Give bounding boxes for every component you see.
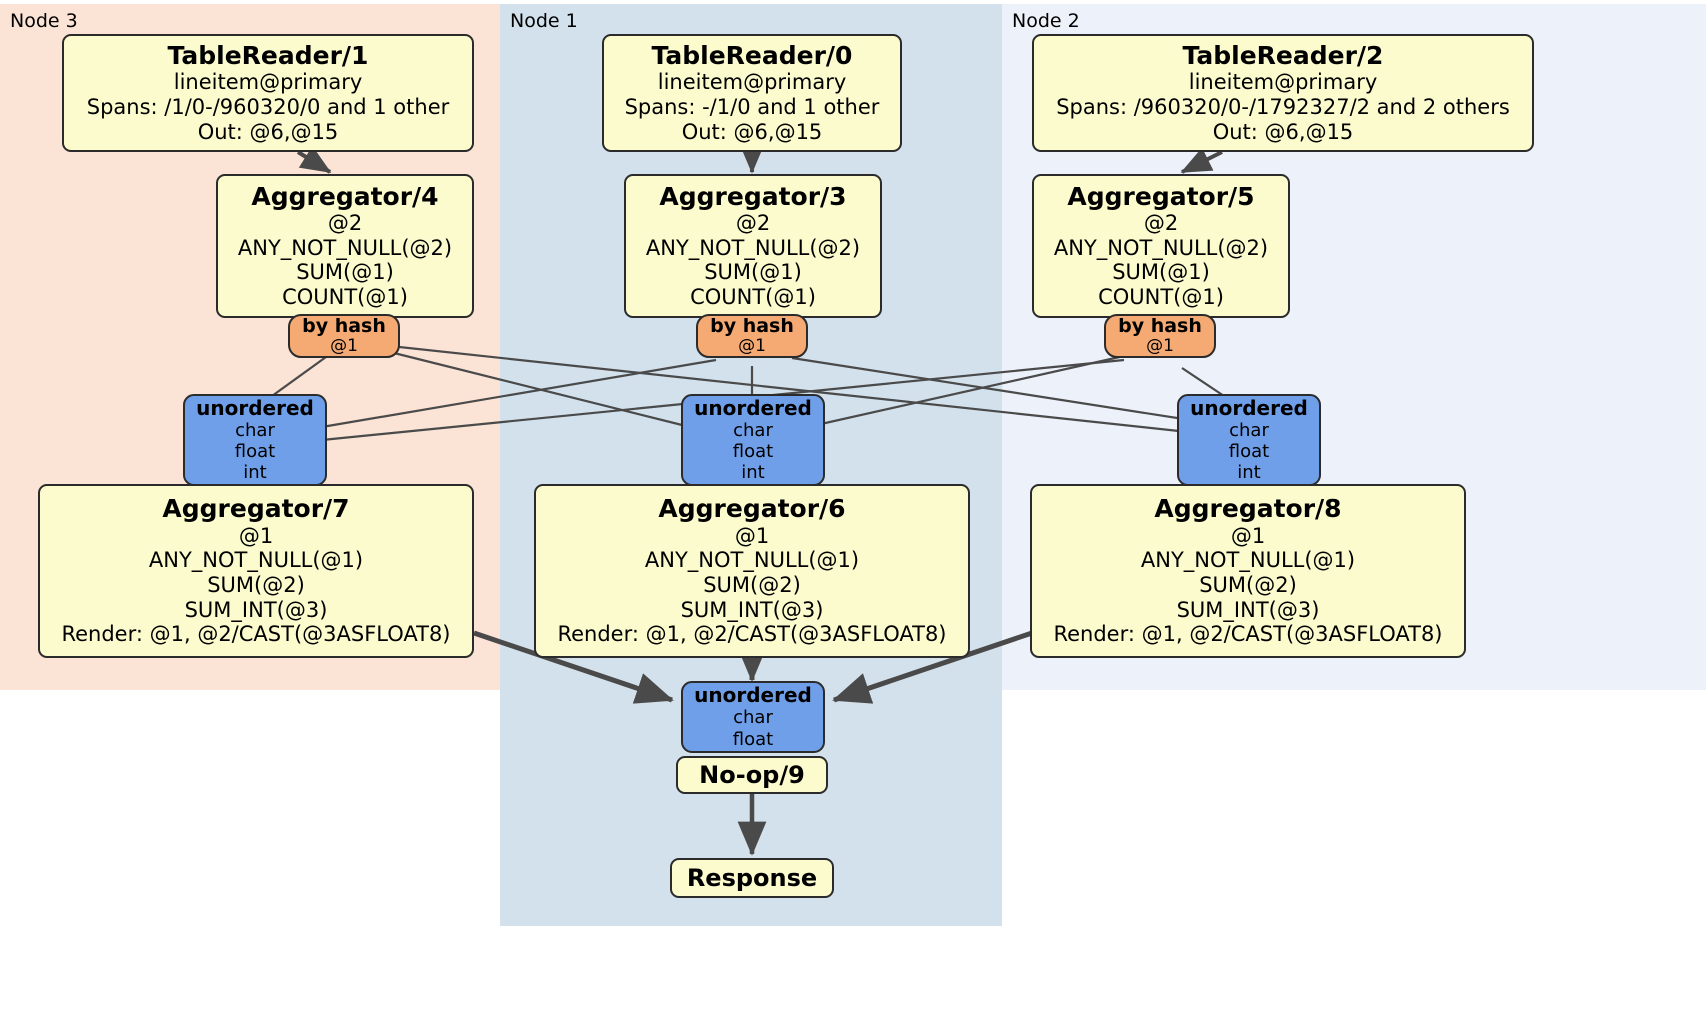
processor-aggregator-5[interactable]: Aggregator/5 @2 ANY_NOT_NULL(@2) SUM(@1)… [1032, 174, 1290, 318]
processor-title: TableReader/0 [651, 40, 853, 70]
processor-line: SUM_INT(@3) [184, 597, 328, 622]
processor-line: Spans: -/1/0 and 1 other [624, 94, 880, 119]
node-panel-label-node3: Node 3 [10, 10, 78, 32]
synchronizer-unordered-left[interactable]: unordered char float int [183, 394, 327, 486]
processor-title: TableReader/2 [1182, 40, 1384, 70]
processor-aggregator-4[interactable]: Aggregator/4 @2 ANY_NOT_NULL(@2) SUM(@1)… [216, 174, 474, 318]
processor-title: Response [686, 864, 818, 892]
processor-line: SUM_INT(@3) [1176, 597, 1320, 622]
processor-title: TableReader/1 [167, 40, 369, 70]
router-subtitle: @1 [1146, 336, 1174, 357]
router-by-hash-left[interactable]: by hash @1 [288, 314, 400, 358]
processor-line: @2 [327, 211, 363, 236]
processor-title: No-op/9 [699, 761, 805, 789]
processor-line: ANY_NOT_NULL(@1) [1140, 548, 1356, 573]
router-title: by hash [302, 315, 386, 338]
router-by-hash-right[interactable]: by hash @1 [1104, 314, 1216, 358]
synchronizer-line: int [741, 462, 765, 484]
synchronizer-title: unordered [694, 683, 812, 708]
processor-tablereader-2[interactable]: TableReader/2 lineitem@primary Spans: /9… [1032, 34, 1534, 152]
synchronizer-line: char [235, 419, 275, 441]
processor-aggregator-8[interactable]: Aggregator/8 @1 ANY_NOT_NULL(@1) SUM(@2)… [1030, 484, 1466, 658]
processor-title: Aggregator/6 [658, 494, 846, 524]
processor-tablereader-0[interactable]: TableReader/0 lineitem@primary Spans: -/… [602, 34, 902, 152]
router-title: by hash [710, 315, 794, 338]
synchronizer-title: unordered [196, 395, 314, 420]
synchronizer-line: char [733, 419, 773, 441]
synchronizer-line: char [733, 707, 773, 729]
synchronizer-line: float [234, 440, 276, 462]
synchronizer-line: int [243, 462, 267, 484]
processor-line: @1 [734, 523, 770, 548]
processor-noop-9[interactable]: No-op/9 [676, 756, 828, 794]
synchronizer-title: unordered [694, 395, 812, 420]
processor-line: COUNT(@1) [690, 284, 816, 309]
processor-line: Out: @6,@15 [1212, 119, 1354, 144]
processor-line: COUNT(@1) [1098, 284, 1224, 309]
processor-tablereader-1[interactable]: TableReader/1 lineitem@primary Spans: /1… [62, 34, 474, 152]
processor-title: Aggregator/8 [1154, 494, 1342, 524]
processor-line: ANY_NOT_NULL(@2) [645, 235, 861, 260]
synchronizer-unordered-final[interactable]: unordered char float [681, 681, 825, 753]
router-subtitle: @1 [738, 336, 766, 357]
processor-line: lineitem@primary [657, 70, 847, 95]
processor-line: SUM(@2) [1199, 572, 1297, 597]
synchronizer-unordered-center[interactable]: unordered char float int [681, 394, 825, 486]
processor-line: ANY_NOT_NULL(@1) [148, 548, 364, 573]
processor-line: Out: @6,@15 [197, 119, 339, 144]
processor-aggregator-6[interactable]: Aggregator/6 @1 ANY_NOT_NULL(@1) SUM(@2)… [534, 484, 970, 658]
processor-line: @2 [1143, 211, 1179, 236]
synchronizer-title: unordered [1190, 395, 1308, 420]
processor-line: COUNT(@1) [282, 284, 408, 309]
synchronizer-line: int [1237, 462, 1261, 484]
processor-render-line: Render: @1, @2/CAST(@3ASFLOAT8) [557, 622, 947, 647]
node-panel-label-node1: Node 1 [510, 10, 578, 32]
processor-line: SUM_INT(@3) [680, 597, 824, 622]
processor-line: lineitem@primary [1188, 70, 1378, 95]
synchronizer-line: char [1229, 419, 1269, 441]
synchronizer-line: float [732, 728, 774, 750]
processor-line: ANY_NOT_NULL(@1) [644, 548, 860, 573]
processor-line: ANY_NOT_NULL(@2) [1053, 235, 1269, 260]
synchronizer-line: float [732, 440, 774, 462]
router-title: by hash [1118, 315, 1202, 338]
processor-line: Spans: /1/0-/960320/0 and 1 other [86, 94, 450, 119]
processor-line: SUM(@2) [703, 572, 801, 597]
processor-title: Aggregator/7 [162, 494, 350, 524]
node-panel-label-node2: Node 2 [1012, 10, 1080, 32]
processor-line: SUM(@1) [1112, 260, 1210, 285]
processor-title: Aggregator/4 [251, 181, 439, 211]
processor-title: Aggregator/3 [659, 181, 847, 211]
processor-render-line: Render: @1, @2/CAST(@3ASFLOAT8) [61, 622, 451, 647]
processor-response[interactable]: Response [670, 858, 834, 898]
synchronizer-unordered-right[interactable]: unordered char float int [1177, 394, 1321, 486]
processor-line: SUM(@1) [704, 260, 802, 285]
processor-line: lineitem@primary [173, 70, 363, 95]
processor-line: @1 [1230, 523, 1266, 548]
processor-line: @2 [735, 211, 771, 236]
router-subtitle: @1 [330, 336, 358, 357]
processor-aggregator-7[interactable]: Aggregator/7 @1 ANY_NOT_NULL(@1) SUM(@2)… [38, 484, 474, 658]
processor-line: ANY_NOT_NULL(@2) [237, 235, 453, 260]
processor-title: Aggregator/5 [1067, 181, 1255, 211]
processor-render-line: Render: @1, @2/CAST(@3ASFLOAT8) [1053, 622, 1443, 647]
processor-aggregator-3[interactable]: Aggregator/3 @2 ANY_NOT_NULL(@2) SUM(@1)… [624, 174, 882, 318]
processor-line: Out: @6,@15 [681, 119, 823, 144]
router-by-hash-center[interactable]: by hash @1 [696, 314, 808, 358]
processor-line: SUM(@1) [296, 260, 394, 285]
processor-line: @1 [238, 523, 274, 548]
processor-line: Spans: /960320/0-/1792327/2 and 2 others [1056, 94, 1510, 119]
synchronizer-line: float [1228, 440, 1270, 462]
processor-line: SUM(@2) [207, 572, 305, 597]
